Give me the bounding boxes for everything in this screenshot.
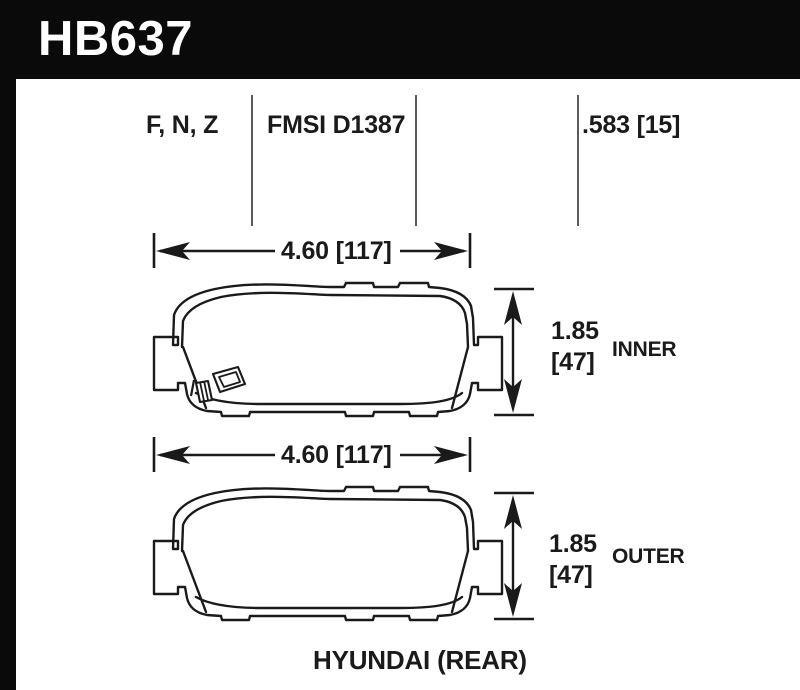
inner-height-dimension xyxy=(494,287,534,417)
outer-height-label-mm: [47] xyxy=(549,561,593,589)
outer-width-label: 4.60 [117] xyxy=(281,441,392,469)
vehicle-application-label: HYUNDAI (REAR) xyxy=(313,645,527,675)
header-band xyxy=(0,0,800,79)
outer-height-label-in: 1.85 xyxy=(549,530,597,558)
spec-divider-1 xyxy=(251,95,253,226)
wear-sensor-clip xyxy=(189,365,247,404)
frame-left-bar xyxy=(0,0,16,690)
inner-height-label-in: 1.85 xyxy=(551,317,599,345)
pad-thickness: .583 [15] xyxy=(582,111,681,139)
outer-height-dimension xyxy=(494,491,534,621)
spec-divider-2 xyxy=(415,95,417,226)
outer-position-label: OUTER xyxy=(612,545,685,568)
inner-position-label: INNER xyxy=(612,338,677,361)
inner-height-label-mm: [47] xyxy=(551,348,595,376)
compound-codes: F, N, Z xyxy=(146,111,219,139)
part-number: HB637 xyxy=(38,12,194,66)
inner-width-label: 4.60 [117] xyxy=(281,237,392,265)
fmsi-number: FMSI D1387 xyxy=(267,111,406,139)
inner-pad-outline xyxy=(152,281,504,418)
spec-divider-3 xyxy=(577,95,579,226)
outer-pad-outline xyxy=(152,485,504,622)
